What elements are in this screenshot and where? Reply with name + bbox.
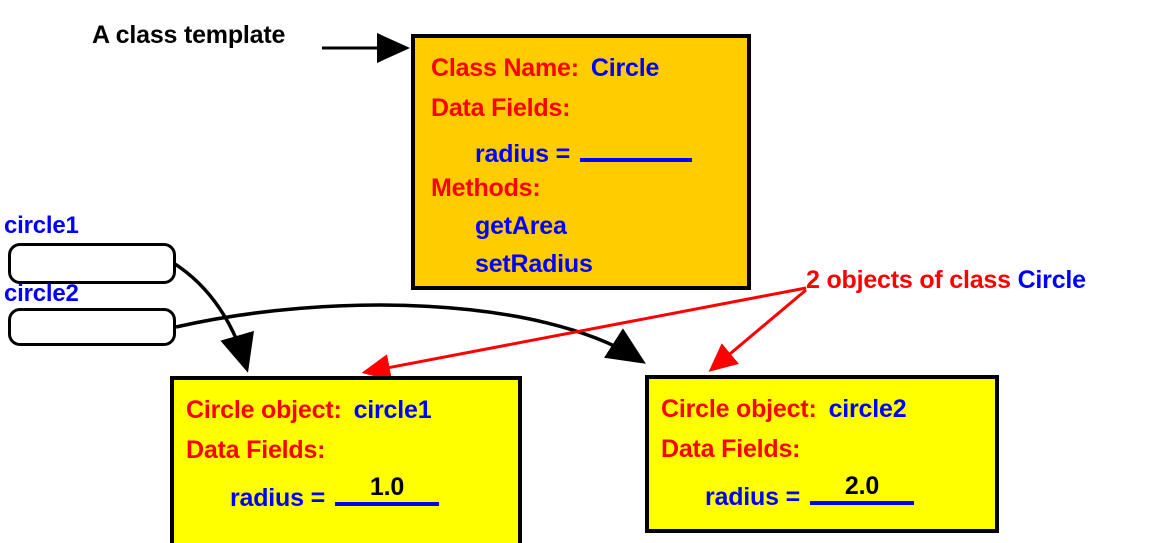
object1-radius-row: radius = 1.0	[230, 473, 439, 513]
class-template-annotation: A class template	[92, 21, 286, 49]
objects-annotation-arrow-right	[708, 288, 807, 372]
object2-radius-label: radius =	[705, 483, 800, 511]
objects-annotation: 2 objects of class Circle	[806, 266, 1086, 295]
class-radius-blank	[579, 134, 692, 162]
class-radius-label: radius =	[475, 140, 570, 168]
circle2-reference-arrow	[175, 303, 646, 364]
object2-data-fields-label: Data Fields:	[661, 435, 801, 463]
object1-radius-value: 1.0	[369, 473, 405, 501]
class-method-getarea: getArea	[475, 212, 567, 240]
object2-radius-blank: 2.0	[809, 472, 914, 505]
object1-radius-blank: 1.0	[334, 473, 439, 506]
object2-title-row: Circle object: circle2	[661, 395, 907, 424]
object1-radius-label: radius =	[230, 484, 325, 512]
class-name-value: Circle	[590, 54, 660, 82]
object1-data-fields-label: Data Fields:	[186, 436, 326, 464]
object1-title-value: circle1	[353, 396, 432, 424]
class-template-box: Class Name:Circle Data Fields: radius = …	[411, 34, 751, 290]
reference-label-circle1: circle1	[4, 212, 79, 239]
class-name-label: Class Name:	[431, 54, 579, 82]
objects-annotation-prefix: 2 objects of class	[806, 266, 1018, 294]
object-box-circle2: Circle object: circle2 Data Fields: radiu…	[645, 375, 999, 533]
object1-title-label: Circle object:	[186, 396, 342, 424]
class-name-row: Class Name: Circle	[431, 54, 659, 83]
class-method-setradius: setRadius	[475, 250, 593, 278]
objects-annotation-arrow-left	[361, 286, 807, 381]
object2-radius-value: 2.0	[844, 472, 880, 500]
reference-box-circle1	[8, 243, 176, 284]
object2-title-label: Circle object:	[661, 395, 817, 423]
objects-annotation-class-name: Circle	[1017, 266, 1086, 294]
reference-box-circle2	[8, 308, 176, 346]
class-radius-row: radius =	[475, 134, 692, 169]
object2-title-value: circle2	[828, 395, 907, 423]
reference-label-circle2: circle2	[4, 280, 79, 307]
class-methods-label: Methods:	[431, 174, 541, 202]
object1-title-row: Circle object: circle1	[186, 396, 432, 425]
object2-radius-row: radius = 2.0	[705, 472, 914, 512]
circle1-reference-arrow	[164, 256, 254, 373]
object-box-circle1: Circle object: circle1 Data Fields: radiu…	[170, 376, 522, 543]
class-data-fields-label: Data Fields:	[431, 94, 571, 122]
